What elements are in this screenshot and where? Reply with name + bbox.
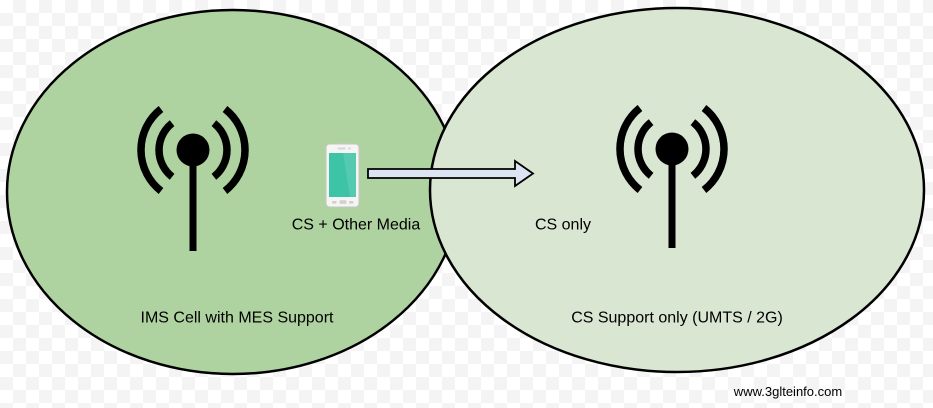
antenna-icon-right [616,105,728,248]
watermark-text: www.3glteinfo.com [733,384,843,400]
handover-before-label: CS + Other Media [291,216,421,234]
handover-arrow-icon [367,159,535,188]
right-cell-ellipse [428,6,926,374]
left-cell-label: IMS Cell with MES Support [140,309,334,327]
antenna-icon-left [137,106,249,251]
handover-after-label: CS only [534,216,592,234]
right-cell-label: CS Support only (UMTS / 2G) [571,309,783,327]
smartphone-icon [325,143,360,208]
